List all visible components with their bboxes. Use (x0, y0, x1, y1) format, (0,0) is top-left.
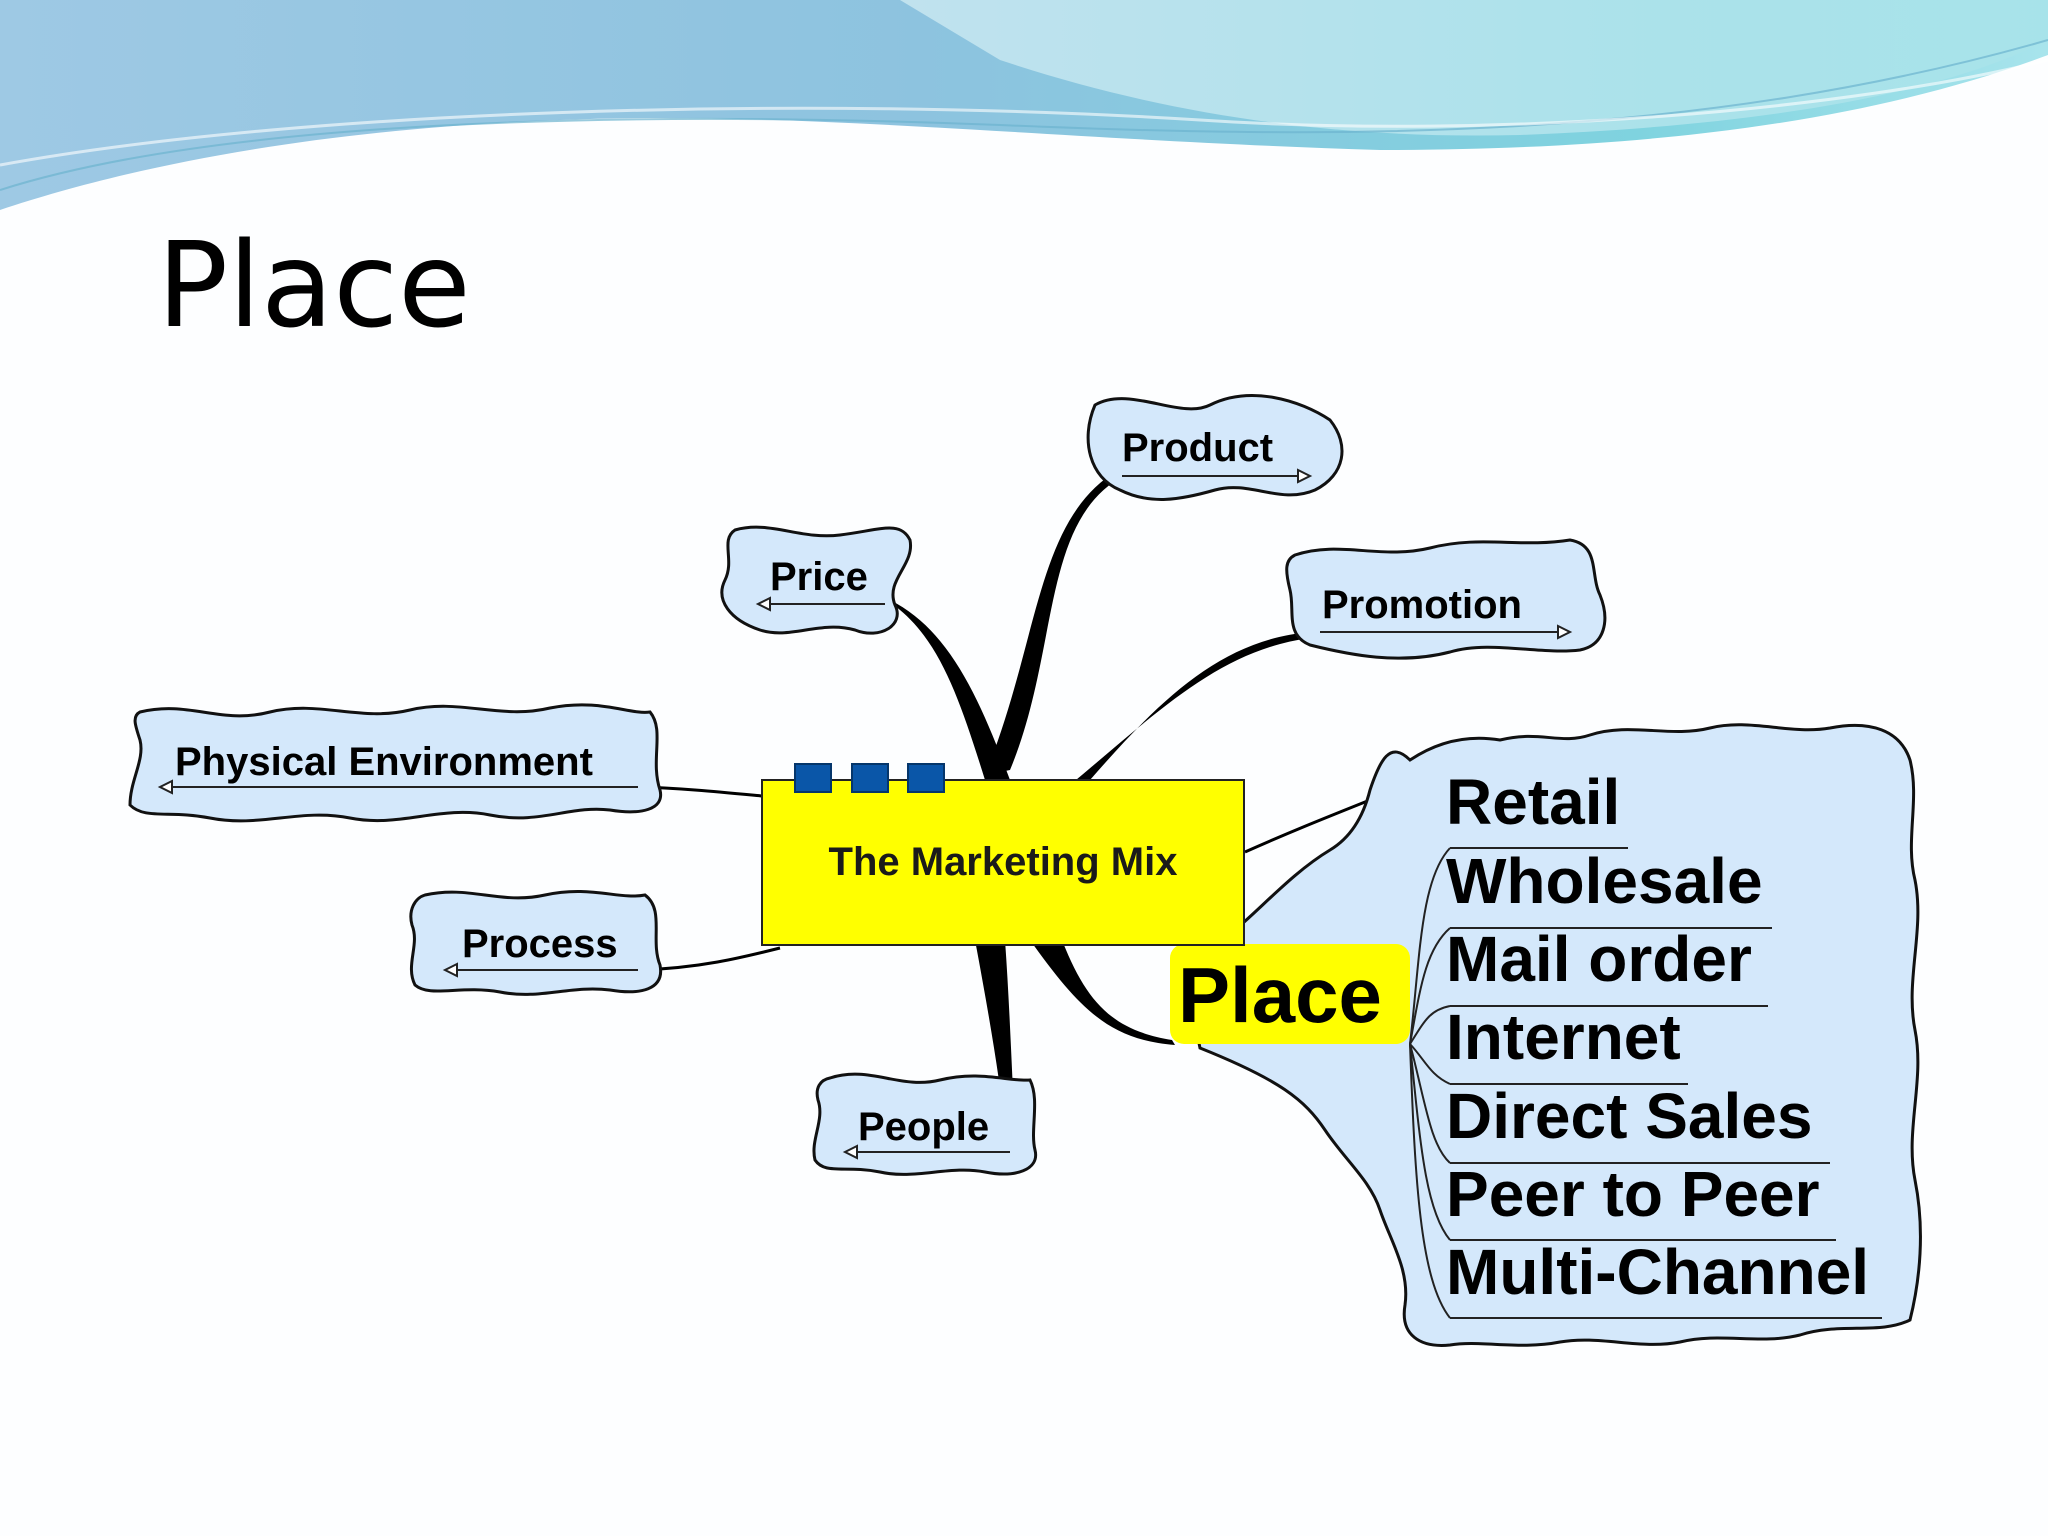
handle-square-icon (851, 763, 889, 793)
center-label: The Marketing Mix (829, 840, 1178, 884)
node-label: People (858, 1105, 989, 1149)
node-label: Product (1122, 426, 1273, 470)
node-label: Place (1178, 951, 1382, 1039)
bubble-shape (1086, 394, 1344, 501)
node-product[interactable]: Product (1086, 394, 1344, 501)
node-promotion[interactable]: Promotion (1285, 538, 1607, 660)
place-item-direct-sales: Direct Sales (1446, 1080, 1812, 1152)
center-box (761, 779, 1245, 946)
connector-place-bubble (1244, 798, 1371, 854)
bubble-shape (409, 889, 663, 996)
arrow-right-icon (1557, 624, 1573, 640)
header-wave-decoration (0, 0, 2048, 210)
node-price[interactable]: Price (720, 525, 913, 635)
connector-promotion (1070, 632, 1310, 785)
place-item-retail: Retail (1446, 766, 1620, 838)
arrow-left-icon (157, 779, 173, 795)
arrow-left-icon (755, 596, 771, 612)
bubble-shape (1187, 723, 1922, 1347)
node-label: Promotion (1322, 583, 1522, 627)
arrow-left-icon (442, 962, 458, 978)
connector-price (890, 600, 1010, 780)
place-item-peer-to-peer: Peer to Peer (1446, 1158, 1820, 1230)
place-item-wholesale: Wholesale (1446, 845, 1763, 917)
place-item-mail-order: Mail order (1446, 923, 1752, 995)
node-label: Physical Environment (175, 740, 593, 784)
item-underlines (1450, 847, 1882, 1319)
bubble-shape (812, 1072, 1038, 1176)
bubble-shape (128, 703, 663, 823)
node-center[interactable]: The Marketing Mix (761, 763, 1245, 946)
handle-square-icon (907, 763, 945, 793)
node-place[interactable]: Place Retail Whol (1170, 723, 1922, 1347)
arrow-right-icon (1297, 468, 1313, 484)
connector-place (1030, 935, 1175, 1045)
handle-square-icon (794, 763, 832, 793)
node-process[interactable]: Process (409, 889, 663, 996)
connector-product (985, 470, 1125, 775)
place-item-multi-channel: Multi-Channel (1446, 1236, 1869, 1308)
slide-title: Place (157, 216, 471, 354)
node-physical-environment[interactable]: Physical Environment (128, 703, 663, 823)
arrow-left-icon (842, 1144, 858, 1160)
node-label: Price (770, 555, 868, 599)
item-connectors (1409, 847, 1451, 1319)
place-highlight (1170, 944, 1410, 1044)
bubble-shape (1285, 538, 1607, 660)
node-label: Process (462, 922, 618, 966)
node-people[interactable]: People (812, 1072, 1038, 1176)
place-item-internet: Internet (1446, 1001, 1681, 1073)
